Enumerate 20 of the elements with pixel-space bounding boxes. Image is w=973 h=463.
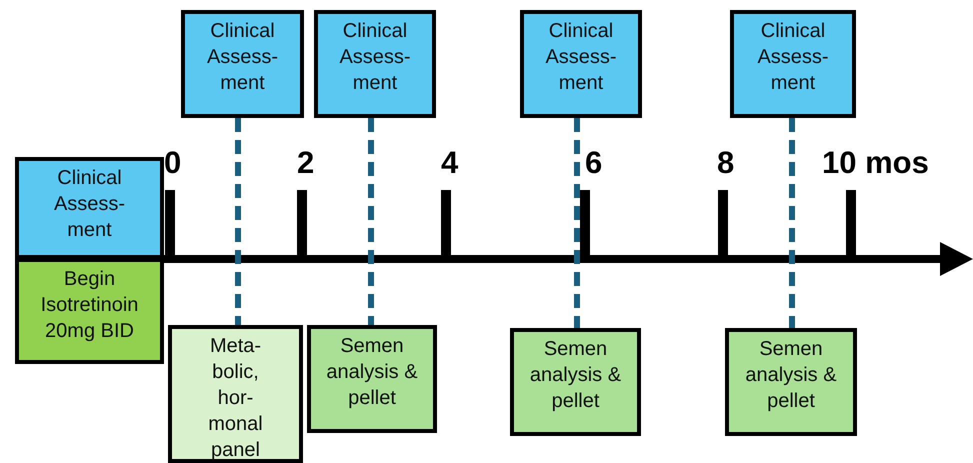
assessment-box: Clinical Assess- ment: [314, 10, 436, 118]
tick-label: 4: [441, 144, 458, 182]
dashed-connector: [235, 118, 241, 325]
step-box: Semen analysis & pellet: [307, 325, 437, 433]
tick-label: 2: [297, 144, 314, 182]
tick-label: 6: [585, 144, 602, 182]
step-box: Semen analysis & pellet: [725, 328, 857, 436]
dashed-connector: [368, 118, 374, 325]
dashed-connector: [789, 118, 795, 328]
step-box: Begin Isotretinoin 20mg BID: [15, 258, 164, 364]
tick-label: 0: [164, 144, 182, 182]
assessment-box: Clinical Assess- ment: [181, 10, 304, 118]
assessment-box: Clinical Assess- ment: [730, 10, 856, 118]
assessment-box: Clinical Assess- ment: [520, 10, 642, 118]
step-box: Meta- bolic, hor- monal panel: [168, 325, 303, 463]
dashed-connector: [574, 118, 580, 328]
tick-label: 8: [717, 144, 734, 182]
assessment-box: Clinical Assess- ment: [15, 157, 164, 259]
tick-label: 10 mos: [822, 144, 929, 182]
step-box: Semen analysis & pellet: [510, 328, 641, 436]
